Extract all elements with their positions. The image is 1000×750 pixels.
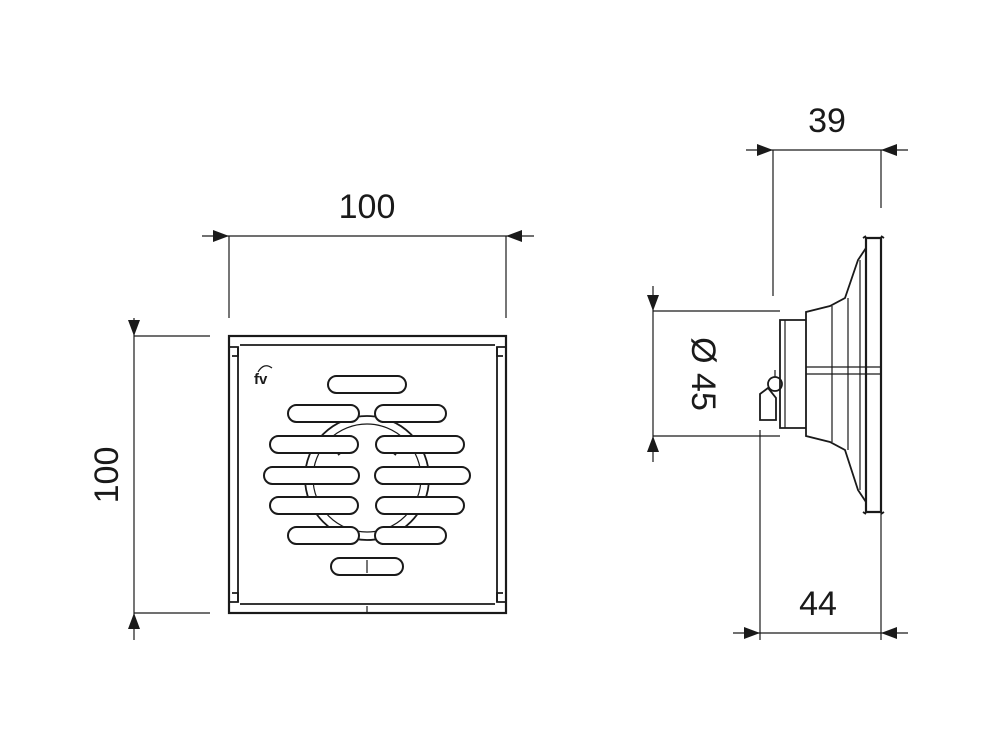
arrowhead-top xyxy=(128,320,140,336)
slot-row4-right xyxy=(375,496,465,515)
slot-row2-right xyxy=(375,435,465,454)
grate-slots xyxy=(263,375,471,576)
width-label: 100 xyxy=(339,188,396,226)
drain-body-profile xyxy=(759,235,885,515)
arrowhead-right xyxy=(506,230,522,242)
top-depth-dimension: 39 xyxy=(746,102,908,296)
front-view: 100 100 fv xyxy=(88,188,534,640)
side-view: 39 Ø 45 44 xyxy=(647,102,908,640)
slot-top xyxy=(327,375,407,394)
arrowhead-bottom xyxy=(128,613,140,629)
arrowhead-left xyxy=(213,230,229,242)
arrowhead-bottom-depth-left xyxy=(744,627,760,639)
logo-arc xyxy=(257,365,273,373)
grate-frame xyxy=(227,334,508,615)
slot-row3-left xyxy=(263,466,360,485)
slot-row5-right xyxy=(374,526,447,545)
valve-flap xyxy=(759,386,777,421)
corner-tabs xyxy=(229,346,506,603)
fv-logo: fv xyxy=(254,365,273,388)
plate-lips xyxy=(862,235,885,515)
grate-plate xyxy=(864,236,883,514)
top-depth-label: 39 xyxy=(808,102,846,140)
arrowhead-top-depth-left xyxy=(757,144,773,156)
slot-row2-left xyxy=(269,435,359,454)
logo-text: fv xyxy=(254,371,268,388)
arrowhead-diam-top xyxy=(647,295,659,311)
diameter-label: Ø 45 xyxy=(684,337,722,411)
slot-row5-left xyxy=(287,526,360,545)
arrowhead-top-depth-right xyxy=(881,144,897,156)
bottom-depth-label: 44 xyxy=(799,585,837,623)
arrowhead-diam-bottom xyxy=(647,436,659,452)
width-dimension: 100 xyxy=(202,188,534,318)
frame-inner xyxy=(237,344,498,605)
diameter-dimension: Ø 45 xyxy=(647,286,780,462)
outlet-pipe xyxy=(779,319,806,429)
slot-row3-right xyxy=(374,466,471,485)
conical-body xyxy=(805,247,867,503)
arrowhead-bottom-depth-right xyxy=(881,627,897,639)
height-label: 100 xyxy=(88,447,126,504)
slot-row4-left xyxy=(269,496,359,515)
slot-row1-right xyxy=(374,404,447,423)
bottom-depth-dimension: 44 xyxy=(733,430,908,640)
height-dimension: 100 xyxy=(88,318,210,640)
slot-row1-left xyxy=(287,404,360,423)
